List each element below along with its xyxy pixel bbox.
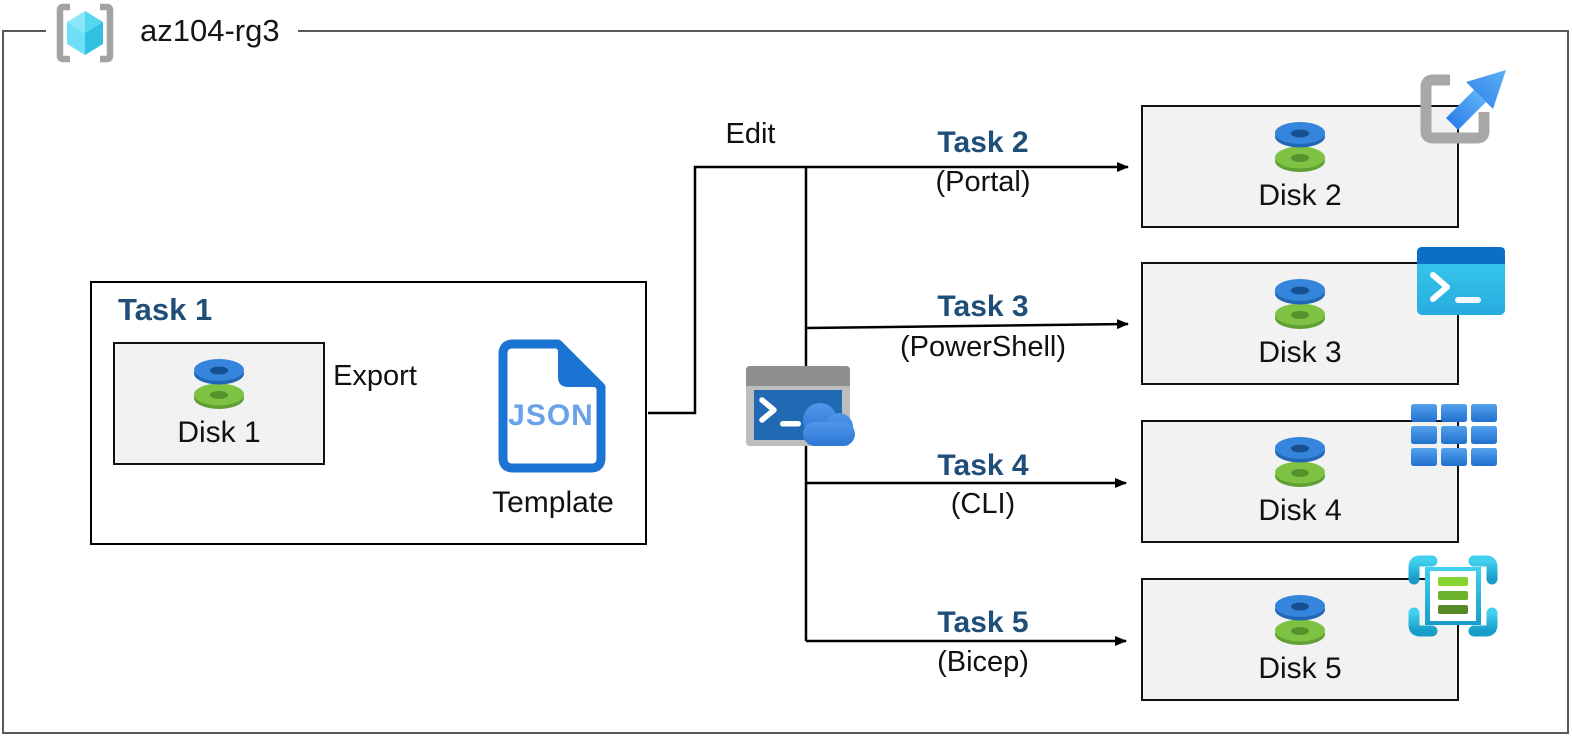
task2-method-label: (Portal) — [935, 166, 1031, 198]
disk2-label: Disk 2 — [1258, 179, 1342, 212]
task5-label: Task 5 — [937, 606, 1029, 639]
managed-disk-icon — [1275, 595, 1325, 645]
task4-label: Task 4 — [937, 449, 1029, 482]
managed-disk-icon — [1275, 437, 1325, 487]
bicep-template-icon — [1408, 555, 1498, 637]
resource-group-icon — [46, 1, 124, 65]
managed-disk-icon — [1275, 122, 1325, 172]
disk1-node: Disk 1 — [113, 342, 325, 465]
disk2-node: Disk 2 — [1141, 105, 1459, 228]
export-label: Export — [333, 360, 417, 392]
powershell-icon — [1417, 247, 1505, 315]
azure-portal-icon — [1420, 70, 1506, 144]
disk5-node: Disk 5 — [1141, 578, 1459, 701]
disk5-label: Disk 5 — [1258, 652, 1342, 685]
template-caption: Template — [492, 486, 614, 519]
azure-cli-icon — [1411, 404, 1497, 466]
disk1-label: Disk 1 — [177, 416, 261, 449]
task1-title: Task 1 — [118, 292, 213, 327]
cloud-shell-icon — [746, 366, 855, 446]
task4-method-label: (CLI) — [950, 488, 1016, 520]
resource-group-boundary — [2, 30, 1569, 734]
json-template-icon: JSON — [498, 339, 606, 473]
task2-label: Task 2 — [937, 126, 1029, 159]
task3-method-label: (PowerShell) — [900, 331, 1066, 363]
managed-disk-icon — [194, 359, 244, 409]
edit-label: Edit — [725, 118, 776, 150]
json-file-type-text: JSON — [508, 399, 594, 432]
disk4-label: Disk 4 — [1258, 494, 1342, 527]
disk4-node: Disk 4 — [1141, 420, 1459, 543]
disk3-node: Disk 3 — [1141, 262, 1459, 385]
resource-group-name: az104-rg3 — [122, 9, 298, 53]
task5-method-label: (Bicep) — [937, 646, 1029, 678]
managed-disk-icon — [1275, 279, 1325, 329]
disk3-label: Disk 3 — [1258, 336, 1342, 369]
resource-group-cube-icon — [56, 3, 114, 63]
task3-label: Task 3 — [937, 290, 1029, 323]
